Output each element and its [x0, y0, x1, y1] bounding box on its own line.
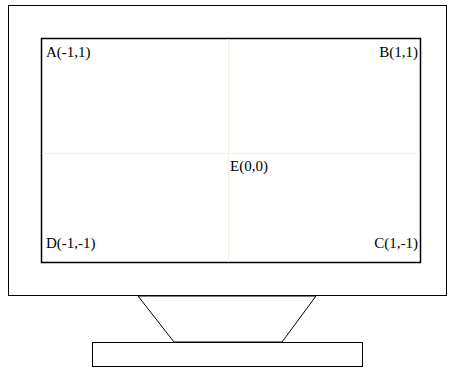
grid-line	[42, 153, 420, 154]
screen	[42, 39, 421, 263]
monitor-frame	[9, 6, 447, 296]
monitor-stand	[138, 296, 316, 342]
point-label: C(1,-1)	[374, 234, 418, 252]
point-label: D(-1,-1)	[46, 234, 96, 252]
monitor-base	[93, 343, 363, 367]
point-label: E(0,0)	[230, 157, 268, 175]
point-label: B(1,1)	[379, 43, 418, 61]
grid-line	[228, 39, 229, 262]
point-label: A(-1,1)	[46, 43, 91, 61]
